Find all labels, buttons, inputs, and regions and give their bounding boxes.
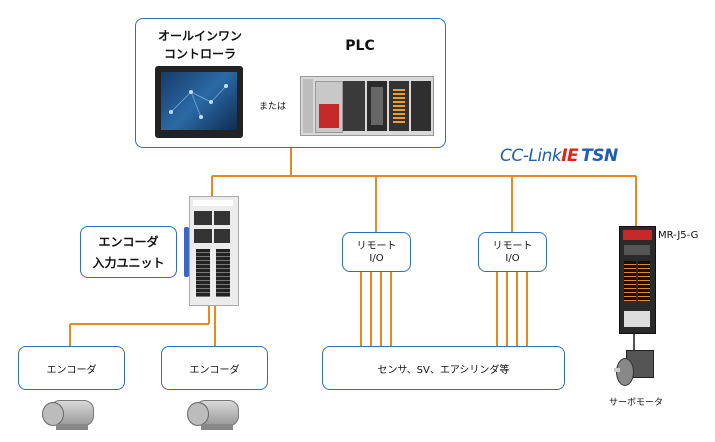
remote-io-label-2a: リモート — [492, 241, 533, 252]
all-in-one-controller-label-1: オールインワン — [157, 29, 242, 43]
logo-ie: IE — [561, 146, 579, 166]
servo-amplifier-label: MR-J5-G — [658, 230, 699, 241]
logo-tsn: TSN — [581, 146, 618, 166]
remote-io-box-2 — [478, 232, 547, 272]
encoder-label-2: エンコーダ — [189, 365, 240, 376]
encoder-box-2 — [161, 346, 268, 390]
encoder-motor-image-2 — [187, 398, 239, 432]
servo-motor-label: サーボモータ — [608, 398, 663, 408]
encoder-input-unit-label-1: エンコーダ — [98, 235, 159, 249]
encoder-input-unit-image — [184, 196, 239, 306]
devices-box — [322, 346, 565, 390]
remote-io-box-1 — [342, 232, 411, 272]
encoder-motor-image-1 — [42, 398, 94, 432]
encoder-input-unit-label-box — [80, 226, 177, 278]
servo-amplifier-image — [619, 226, 656, 334]
encoder-box-1 — [18, 346, 125, 390]
logo-cc-link: CC-Link — [500, 146, 562, 166]
plc-image — [300, 76, 434, 136]
all-in-one-controller-label-2: コントローラ — [163, 47, 236, 61]
or-text: または — [259, 102, 287, 112]
servo-motor-image — [614, 350, 654, 388]
plc-label: PLC — [345, 38, 375, 54]
remote-io-label-1a: リモート — [356, 241, 397, 252]
remote-io-label-2b: I/O — [505, 253, 520, 264]
encoder-input-unit-label-2: 入力ユニット — [92, 256, 165, 270]
encoder-label-1: エンコーダ — [46, 365, 97, 376]
devices-label: センサ、SV、エアシリンダ等 — [377, 365, 510, 376]
all-in-one-controller-image — [155, 66, 243, 138]
remote-io-label-1b: I/O — [369, 253, 384, 264]
